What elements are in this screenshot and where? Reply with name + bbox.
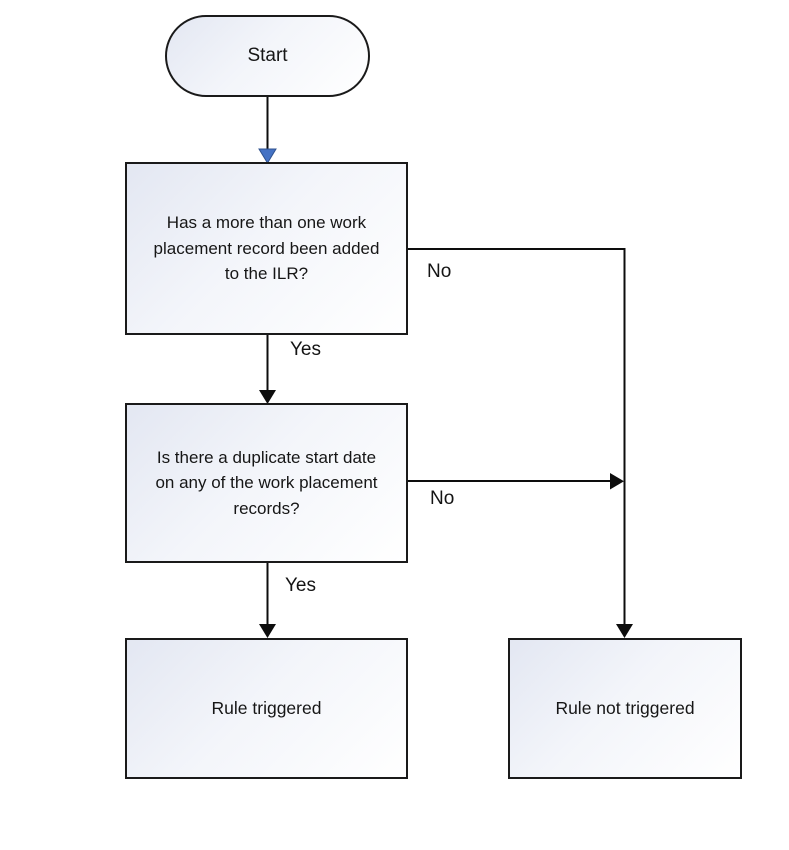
edge-label-q2-no: No — [430, 488, 455, 509]
node-q2-label: Is there a duplicate start date on any o… — [155, 447, 378, 518]
node-start: Start — [165, 15, 370, 97]
node-rule-not-triggered-label: Rule not triggered — [555, 698, 695, 719]
arrowhead-start-to-q1 — [258, 148, 277, 164]
node-start-label: Start — [247, 44, 288, 66]
node-rule-not-triggered: Rule not triggered — [508, 638, 742, 779]
arrowhead-q1-no — [616, 624, 633, 638]
node-question-duplicate-start-date: Is there a duplicate start date on any o… — [125, 403, 408, 563]
arrowhead-q2-no — [610, 473, 624, 490]
node-question-multiple-work-placement: Has a more than one work placement recor… — [125, 162, 408, 335]
arrowhead-q2-yes — [259, 624, 276, 638]
arrowhead-q1-yes — [259, 390, 276, 404]
edge-q1-no — [408, 248, 626, 625]
node-rule-triggered: Rule triggered — [125, 638, 408, 779]
node-q1-label: Has a more than one work placement recor… — [153, 213, 380, 284]
edge-label-q1-yes: Yes — [290, 339, 321, 360]
edge-label-q1-no: No — [427, 261, 452, 282]
node-rule-triggered-label: Rule triggered — [211, 698, 322, 719]
edge-label-q2-yes: Yes — [285, 575, 316, 596]
